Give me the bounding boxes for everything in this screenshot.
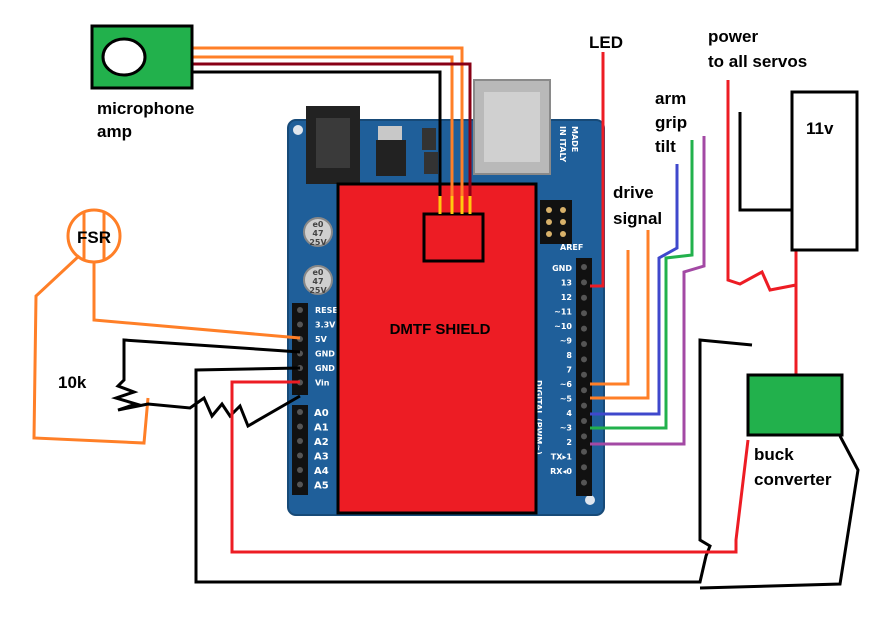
made-in-text: IN ITALY <box>558 126 567 162</box>
led-label: LED <box>589 33 623 52</box>
svg-text:47: 47 <box>312 229 323 238</box>
drive-signal-wires <box>590 230 650 400</box>
capacitor: e0 47 25V <box>303 265 333 295</box>
header-pin <box>581 279 587 286</box>
header-pin <box>297 452 303 459</box>
svg-text:47: 47 <box>312 277 323 286</box>
drive-label: drive <box>613 183 654 202</box>
power-pin-label: RESET <box>315 306 344 315</box>
analog-pin-label: A5 <box>314 481 329 492</box>
digital-pin-label: RX◂0 <box>550 467 572 476</box>
shield-connector <box>422 212 485 263</box>
digital-pin-label: ~9 <box>560 337 573 346</box>
header-pin <box>581 264 587 270</box>
header-pin <box>581 479 587 486</box>
power-label: to all servos <box>708 52 807 71</box>
dmtf-shield: DMTF SHIELD <box>336 182 538 515</box>
analog-pin-label: A3 <box>314 452 329 463</box>
digital-pin-label: 7 <box>566 366 572 375</box>
digital-pin-label: 13 <box>561 279 572 288</box>
svg-text:e0: e0 <box>313 268 324 277</box>
digital-pin-labels: GND 13 12 ~11 ~10 ~9 8 7 ~6 ~5 4 ~3 2TX▸1RX◂0 <box>550 264 572 476</box>
digital-pin-label: 2 <box>566 438 572 447</box>
power-pin-label: GND <box>315 350 335 359</box>
fsr-label: FSR <box>77 228 111 247</box>
microphone-amp: microphone amp <box>90 24 194 141</box>
header-pin <box>581 310 587 317</box>
servo-wires <box>590 136 706 446</box>
header-pin <box>297 481 303 488</box>
microphone-icon <box>101 37 147 77</box>
header-pin <box>297 409 303 415</box>
digital-label: DIGITAL (PWM~) <box>534 380 543 455</box>
buck-label: buck <box>754 445 794 464</box>
header-pin <box>581 325 587 332</box>
header-pin <box>581 448 587 455</box>
buck-label: converter <box>754 470 832 489</box>
fsr-circuit <box>32 253 753 584</box>
svg-text:e0: e0 <box>313 220 324 229</box>
icsp-header <box>540 200 572 244</box>
battery-11v: 11v <box>790 90 859 252</box>
power-pin-labels: RESET 3.3V 5V GND GND Vin <box>315 306 344 388</box>
shield-label: DMTF SHIELD <box>390 321 491 338</box>
analog-pin-label: A0 <box>314 408 329 419</box>
analog-pin-label: A4 <box>314 466 329 477</box>
digital-pin-label: 8 <box>566 351 572 360</box>
aref-label: AREF <box>560 243 583 252</box>
microphone-amp-label: amp <box>97 122 132 141</box>
made-in-text: MADE <box>570 126 579 152</box>
power-wires <box>699 80 860 590</box>
microphone-amp-label: microphone <box>97 99 194 118</box>
connector-stubs <box>438 196 472 214</box>
power-pin-label: 3.3V <box>315 321 336 330</box>
header-pin <box>581 341 587 347</box>
resistor-label: 10k <box>58 373 87 392</box>
header-pin <box>297 321 303 328</box>
digital-pin-label: GND <box>552 264 572 273</box>
capacitor: e0 47 25V <box>303 217 333 247</box>
digital-pin-label: 4 <box>566 409 572 418</box>
fsr-sensor: FSR <box>66 208 122 264</box>
digital-pin-label: ~6 <box>560 380 573 389</box>
mic-wires <box>183 46 472 214</box>
header-pin <box>581 356 587 363</box>
header-pin <box>297 307 303 313</box>
header-pin <box>297 467 303 473</box>
power-pin-label: 5V <box>315 335 328 344</box>
digital-pin-label: ~10 <box>554 322 572 331</box>
battery-label: 11v <box>806 119 834 138</box>
buck-converter: buck converter <box>746 373 844 489</box>
svg-text:25V: 25V <box>309 286 327 295</box>
servo-label: arm <box>655 89 686 108</box>
digital-pin-label: 12 <box>561 293 572 302</box>
header-pin <box>297 423 303 430</box>
digital-pin-label: ~11 <box>554 308 572 317</box>
power-pin-label: Vin <box>315 379 330 388</box>
header-pin <box>581 387 587 394</box>
analog-pin-label: A1 <box>314 423 329 434</box>
header-pin <box>581 402 587 409</box>
header-pin <box>297 438 303 444</box>
header-pin <box>581 371 587 378</box>
digital-pin-label: ~5 <box>560 395 573 404</box>
header-pin <box>581 464 587 471</box>
svg-text:25V: 25V <box>309 238 327 247</box>
header-pin <box>581 294 587 301</box>
header-pin <box>581 433 587 440</box>
power-pin-label: GND <box>315 364 335 373</box>
power-label: power <box>708 27 758 46</box>
digital-pin-label: ~3 <box>560 424 572 433</box>
header-pin <box>581 418 587 424</box>
servo-label: tilt <box>655 137 676 156</box>
digital-pin-label: TX▸1 <box>551 453 573 462</box>
right-pin-dots <box>581 264 587 486</box>
servo-label: grip <box>655 113 687 132</box>
drive-label: signal <box>613 209 662 228</box>
analog-pin-label: A2 <box>314 437 329 448</box>
led-wire <box>590 52 605 288</box>
